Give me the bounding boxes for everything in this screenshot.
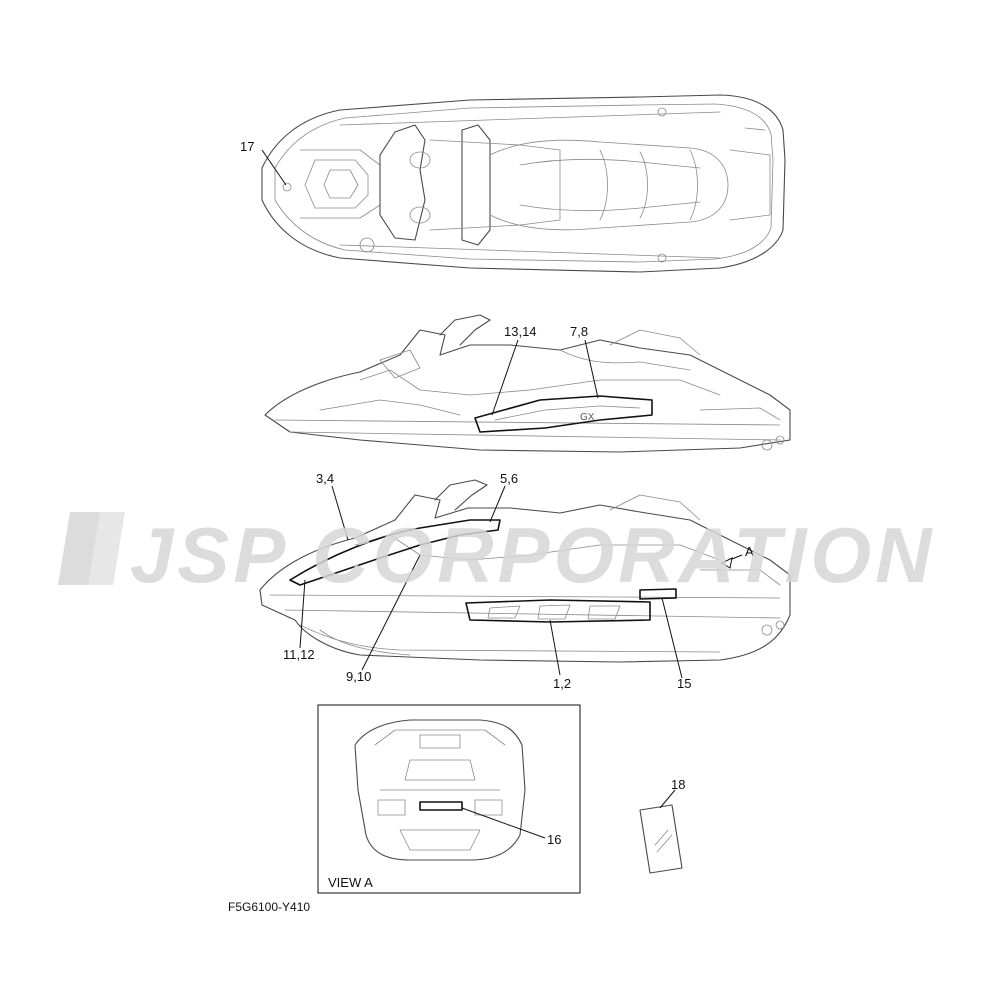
side-view-lower xyxy=(259,479,791,663)
side-view-upper: GX xyxy=(264,314,791,453)
callout-3-4: 3,4 xyxy=(316,471,334,486)
callout-15: 15 xyxy=(677,676,691,691)
diagram-code: F5G6100-Y410 xyxy=(228,900,310,914)
watermark-logo-bar-2 xyxy=(88,512,125,585)
part-18-sticker xyxy=(639,804,683,874)
watermark-text: JSP CORPORATION xyxy=(130,511,935,599)
callout-16: 16 xyxy=(547,832,561,847)
callout-11-12: 11,12 xyxy=(283,647,315,662)
callout-view-a-arrow: A xyxy=(745,544,754,559)
callout-7-8: 7,8 xyxy=(570,324,588,339)
decal-graphic-text: GX xyxy=(580,412,595,423)
view-a-box xyxy=(317,704,581,894)
callout-1-2: 1,2 xyxy=(553,676,571,691)
callout-18: 18 xyxy=(671,777,685,792)
callout-17: 17 xyxy=(240,139,254,154)
callout-9-10: 9,10 xyxy=(346,669,371,684)
callout-13-14: 13,14 xyxy=(504,324,537,339)
top-view xyxy=(261,94,786,273)
watermark: JSP CORPORATION xyxy=(58,511,935,599)
callout-5-6: 5,6 xyxy=(500,471,518,486)
leader-lines xyxy=(261,149,683,839)
view-a-label: VIEW A xyxy=(328,875,373,890)
